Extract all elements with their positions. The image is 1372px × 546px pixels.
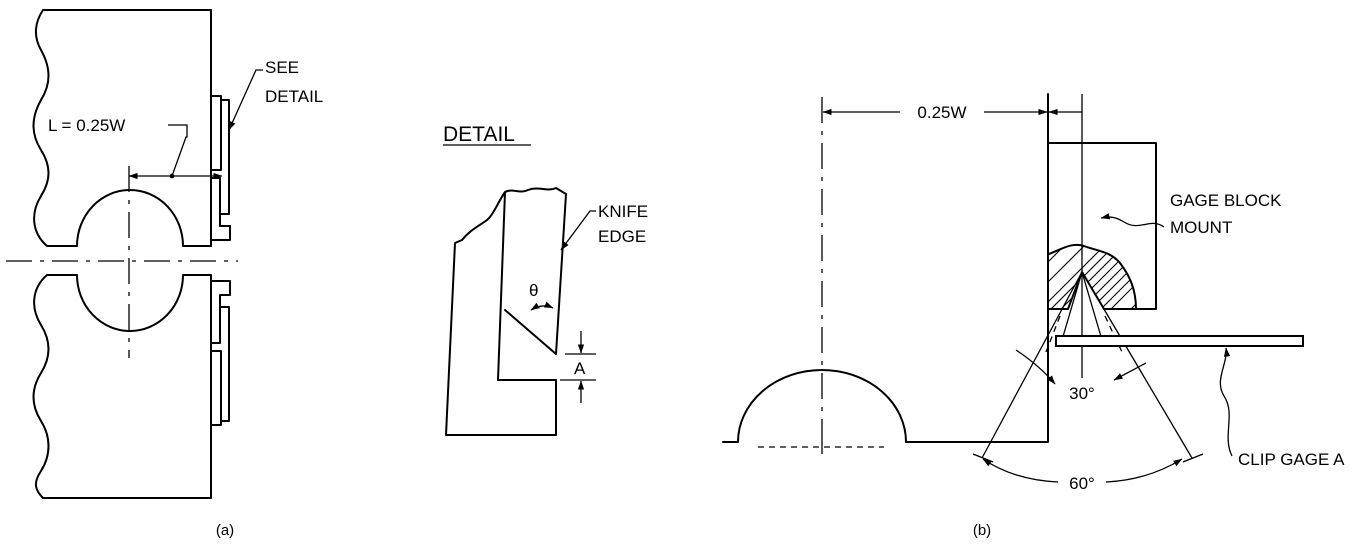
caption-b: (b) (973, 522, 991, 539)
clip-gage-arm (1055, 335, 1304, 347)
label-length: L = 0.25W (48, 116, 125, 135)
figure-a: L = 0.25W SEE DETAIL (a) (6, 9, 323, 539)
label-30: 30° (1069, 384, 1095, 403)
detail-view: DETAIL θ KNIFE EDGE A (443, 123, 648, 436)
arc-30-right (1113, 362, 1147, 381)
knife-edge-upper (210, 177, 231, 241)
leader-see-detail (228, 69, 263, 131)
gage-block-upper (210, 95, 222, 171)
theta-arc (530, 301, 554, 311)
label-clip-gage: CLIP GAGE A (1238, 450, 1345, 469)
gage-plate-upper (220, 99, 230, 215)
specimen-outline-b (722, 93, 1049, 443)
knife-edge-face (504, 193, 567, 355)
label-edge: EDGE (598, 227, 646, 246)
arc-30-left (1015, 349, 1056, 385)
leader-knife-edge (560, 210, 596, 251)
tick-60-right (1182, 453, 1204, 463)
leader-l (168, 124, 188, 177)
gage-block-mount (1047, 142, 1157, 310)
knife-v-left (1061, 271, 1083, 341)
specimen-upper-half (32, 9, 212, 247)
label-60: 60° (1069, 474, 1095, 493)
arc-60-right (1105, 458, 1183, 483)
label-mount: MOUNT (1170, 218, 1232, 237)
leader-gage-block (1100, 213, 1165, 228)
gage-plate-lower (220, 306, 230, 422)
label-theta: θ (529, 281, 538, 300)
line-60-left (981, 271, 1083, 459)
arc-60-left (982, 458, 1059, 483)
caption-a: (a) (216, 522, 234, 539)
detail-title: DETAIL (443, 123, 515, 146)
knife-edge-body (445, 187, 567, 436)
specimen-lower-half (32, 274, 212, 499)
label-knife: KNIFE (598, 202, 648, 221)
label-gage-block: GAGE BLOCK (1170, 191, 1282, 210)
label-0-25w: 0.25W (917, 103, 966, 122)
label-see: SEE (265, 58, 299, 77)
gage-block-lower (210, 350, 222, 426)
figure-b: 0.25W (722, 93, 1345, 539)
knife-edge-lower (210, 280, 231, 344)
label-a: A (574, 359, 586, 378)
leader-clip-gage (1219, 347, 1233, 457)
knife-v-right (1081, 271, 1103, 341)
line-60-right (1081, 271, 1193, 459)
label-detail-ref: DETAIL (265, 87, 323, 106)
